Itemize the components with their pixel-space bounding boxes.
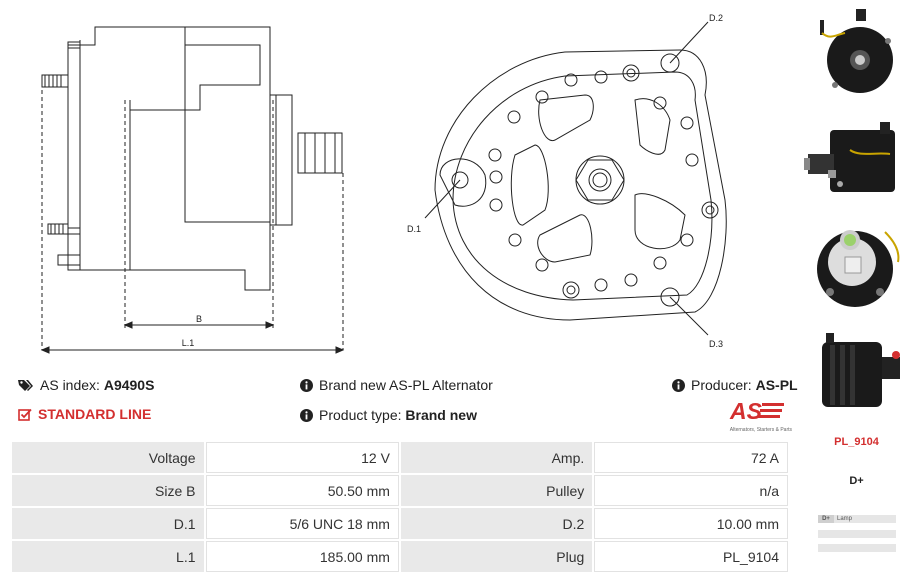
spec-label: D.2 — [400, 508, 593, 539]
spec-label: Plug — [400, 541, 593, 572]
spec-value: PL_9104 — [594, 541, 788, 572]
pin-description: Lamp — [837, 516, 853, 522]
spec-label: Pulley — [400, 475, 593, 506]
logo-tagline: Alternators, Starters & Parts — [729, 427, 792, 433]
spec-label: Voltage — [12, 442, 204, 473]
product-photo-side[interactable] — [800, 112, 910, 202]
info-icon — [300, 379, 313, 392]
svg-text:AS: AS — [729, 398, 763, 422]
as-pl-logo: AS Alternators, Starters & Parts — [716, 398, 792, 433]
spec-value: 185.00 mm — [205, 541, 399, 572]
spec-label: D.1 — [12, 508, 204, 539]
label-d1: D.1 — [407, 224, 421, 234]
spec-value: 10.00 mm — [594, 508, 788, 539]
brand-new-text: Brand new AS-PL Alternator — [319, 377, 493, 393]
product-photo-angle[interactable] — [800, 327, 910, 417]
dim-l1-label: L.1 — [182, 338, 195, 348]
product-photo-rear[interactable] — [800, 5, 910, 95]
spec-label: Amp. — [400, 442, 593, 473]
pin-row — [818, 530, 896, 538]
standard-line-text: STANDARD LINE — [38, 406, 152, 422]
brand-new-info: Brand new AS-PL Alternator — [300, 377, 493, 393]
product-photo-front[interactable] — [800, 222, 910, 312]
spec-value: 12 V — [205, 442, 399, 473]
producer-label: Producer: — [691, 377, 752, 393]
label-d3: D.3 — [709, 339, 723, 349]
dim-b-label: B — [196, 314, 202, 324]
product-type-info: Product type: Brand new — [300, 407, 477, 423]
producer-info: Producer: AS-PL — [672, 377, 798, 393]
product-type-value: Brand new — [405, 407, 477, 423]
producer-value: AS-PL — [755, 377, 798, 393]
tags-icon — [18, 380, 33, 391]
check-square-icon — [18, 408, 32, 421]
spec-value: 72 A — [594, 442, 788, 473]
spec-label: L.1 — [12, 541, 204, 572]
spec-label: Size B — [12, 475, 204, 506]
spec-value: 5/6 UNC 18 mm — [205, 508, 399, 539]
as-index: AS index: A9490S — [18, 377, 154, 393]
label-d2: D.2 — [709, 13, 723, 23]
side-view-drawing: B L.1 — [40, 26, 345, 354]
rear-view-drawing: D.1 D.2 D.3 — [407, 13, 727, 349]
pin-description — [834, 545, 837, 551]
spec-value: n/a — [594, 475, 788, 506]
pin-description — [834, 531, 837, 537]
plug-code-label: PL_9104 — [834, 436, 879, 448]
spec-value: 50.50 mm — [205, 475, 399, 506]
standard-line-badge: STANDARD LINE — [18, 406, 151, 424]
as-index-value: A9490S — [103, 377, 155, 393]
info-icon — [672, 379, 685, 392]
as-logo-mark: AS — [729, 398, 784, 424]
pin-row: D+Lamp — [818, 515, 896, 523]
as-index-label: AS index: — [40, 377, 100, 393]
pin-code: D+ — [818, 515, 834, 523]
product-type-label: Product type: — [319, 407, 402, 423]
pin-row — [818, 544, 896, 552]
terminal-label: D+ — [849, 475, 864, 487]
info-icon — [300, 409, 313, 422]
